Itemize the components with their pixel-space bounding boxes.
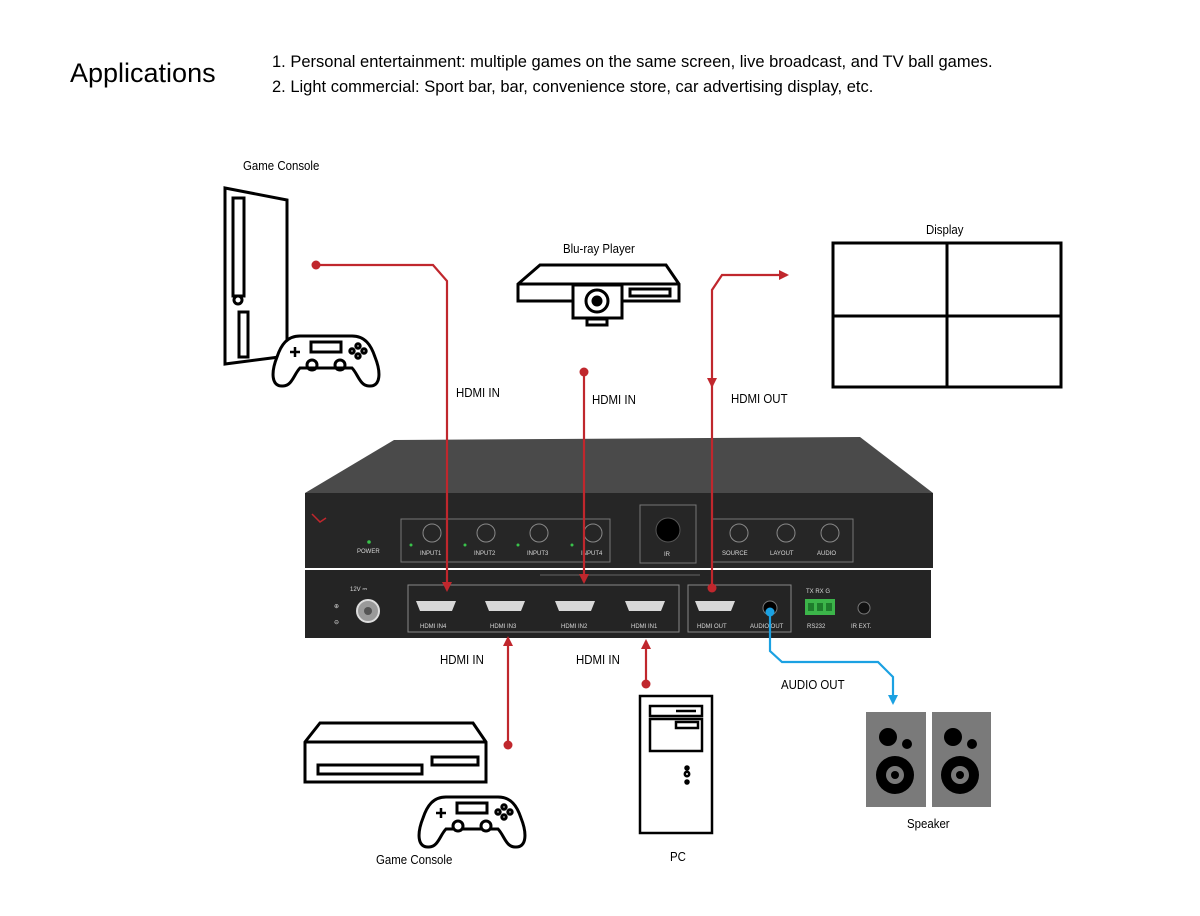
display-device bbox=[831, 241, 1063, 389]
pc-device bbox=[638, 694, 714, 835]
label-game-console-bottom: Game Console bbox=[376, 852, 453, 867]
svg-text:HDMI IN4: HDMI IN4 bbox=[420, 624, 447, 630]
matrix-switcher-rear: 12V ⎓ ⊕ ⊖ HDMI IN4 HDMI IN3 HDMI IN2 HDM… bbox=[305, 570, 931, 638]
hdmi-line-console-top bbox=[316, 263, 452, 592]
svg-text:INPUT2: INPUT2 bbox=[474, 551, 496, 557]
application-line-1: 1. Personal entertainment: multiple game… bbox=[272, 53, 993, 71]
svg-text:SOURCE: SOURCE bbox=[722, 551, 748, 557]
svg-text:⊖: ⊖ bbox=[334, 620, 339, 626]
svg-text:⊕: ⊕ bbox=[334, 604, 339, 610]
svg-text:INPUT1: INPUT1 bbox=[420, 551, 442, 557]
label-hdmi-in-bluray: HDMI IN bbox=[592, 392, 636, 407]
svg-text:HDMI IN1: HDMI IN1 bbox=[631, 624, 658, 630]
game-console-bottom-device bbox=[303, 721, 527, 849]
svg-text:LAYOUT: LAYOUT bbox=[770, 551, 794, 557]
label-hdmi-out: HDMI OUT bbox=[731, 391, 788, 406]
application-line-2: 2. Light commercial: Sport bar, bar, con… bbox=[272, 78, 874, 96]
label-bluray-player: Blu-ray Player bbox=[563, 241, 635, 256]
label-pc: PC bbox=[670, 849, 686, 864]
svg-text:IR: IR bbox=[664, 552, 671, 558]
label-display: Display bbox=[926, 222, 964, 237]
label-hdmi-in-pc: HDMI IN bbox=[576, 652, 620, 667]
svg-text:INPUT4: INPUT4 bbox=[581, 551, 603, 557]
matrix-switcher-device: POWER INPUT1 INPUT2 INPUT3 INPUT4 IR SOU… bbox=[305, 437, 933, 568]
bluray-player-device bbox=[516, 263, 681, 327]
svg-text:POWER: POWER bbox=[357, 549, 380, 555]
label-game-console-top: Game Console bbox=[243, 158, 320, 173]
label-speaker: Speaker bbox=[907, 816, 950, 831]
label-hdmi-in-console-bottom: HDMI IN bbox=[440, 652, 484, 667]
svg-text:TX RX G: TX RX G bbox=[806, 589, 830, 595]
game-console-top-device bbox=[223, 186, 381, 388]
svg-text:IR EXT.: IR EXT. bbox=[851, 624, 872, 630]
svg-text:AUDIO OUT: AUDIO OUT bbox=[750, 624, 784, 630]
svg-text:RS232: RS232 bbox=[807, 624, 826, 630]
svg-text:INPUT3: INPUT3 bbox=[527, 551, 549, 557]
audio-line bbox=[768, 612, 898, 705]
label-audio-out: AUDIO OUT bbox=[781, 677, 845, 692]
svg-text:HDMI IN3: HDMI IN3 bbox=[490, 624, 517, 630]
svg-text:AUDIO: AUDIO bbox=[817, 551, 836, 557]
svg-text:HDMI OUT: HDMI OUT bbox=[697, 624, 727, 630]
svg-text:12V ⎓: 12V ⎓ bbox=[350, 587, 367, 593]
hdmi-line-out bbox=[710, 270, 789, 588]
speaker-device bbox=[866, 712, 991, 807]
page-title: Applications bbox=[70, 58, 216, 88]
label-hdmi-in-console-top: HDMI IN bbox=[456, 385, 500, 400]
svg-text:HDMI IN2: HDMI IN2 bbox=[561, 624, 588, 630]
